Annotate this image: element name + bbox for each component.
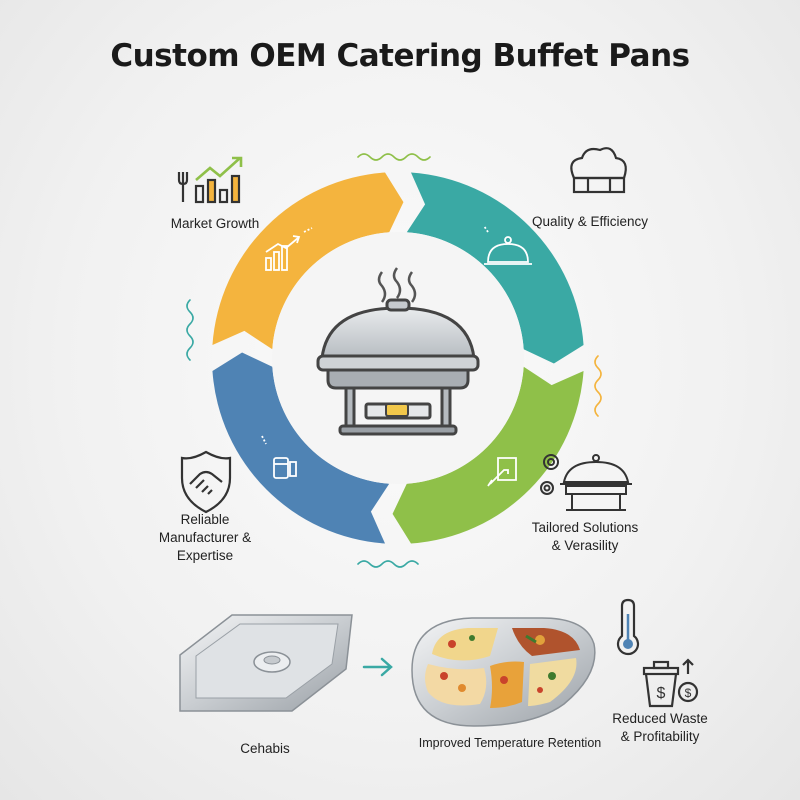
ring-segment-market-growth <box>212 172 404 350</box>
canister-mini-icon <box>261 435 297 479</box>
handshake-shield-icon <box>180 450 232 514</box>
segment-label-reliable-manufacturer: Reliable Manufacturer & Expertise <box>158 512 252 563</box>
decorative-squiggles <box>186 153 602 568</box>
chafing-dish-gears-icon <box>540 454 632 511</box>
chef-hat-icon <box>570 147 627 194</box>
segment-label-market-growth: Market Growth <box>170 216 260 231</box>
cycle-ring <box>212 172 584 544</box>
ring-segment-reliable-manufacturer <box>212 352 390 544</box>
pan-label: Cehabis <box>240 741 290 756</box>
arrow-right-icon <box>362 657 393 677</box>
page-title: Custom OEM Catering Buffet Pans <box>110 38 690 74</box>
tray-label: Improved Temperature Retention <box>418 736 602 750</box>
growth-chart-icon <box>177 156 243 204</box>
svg-text:$: $ <box>657 685 666 702</box>
segment-label-tailored-solutions: Tailored Solutions & Verasility <box>531 520 639 553</box>
growth-mini-icon <box>265 227 313 271</box>
ring-segment-quality-efficiency <box>406 172 584 364</box>
chafing-dish-icon <box>316 267 480 436</box>
segment-label-quality-efficiency: Quality & Efficiency <box>531 214 649 229</box>
cloche-mini-icon <box>483 225 532 265</box>
svg-text:$: $ <box>685 686 692 700</box>
steam-pan-icon <box>179 614 353 712</box>
ring-segment-tailored-solutions <box>392 366 584 544</box>
food-tray-icon <box>411 617 596 727</box>
waste-label: Reduced Waste & Profitability <box>612 711 708 744</box>
document-mini-icon <box>487 457 517 487</box>
thermometer-icon <box>616 598 640 656</box>
trash-dollar-icon: $ $ <box>642 658 699 708</box>
